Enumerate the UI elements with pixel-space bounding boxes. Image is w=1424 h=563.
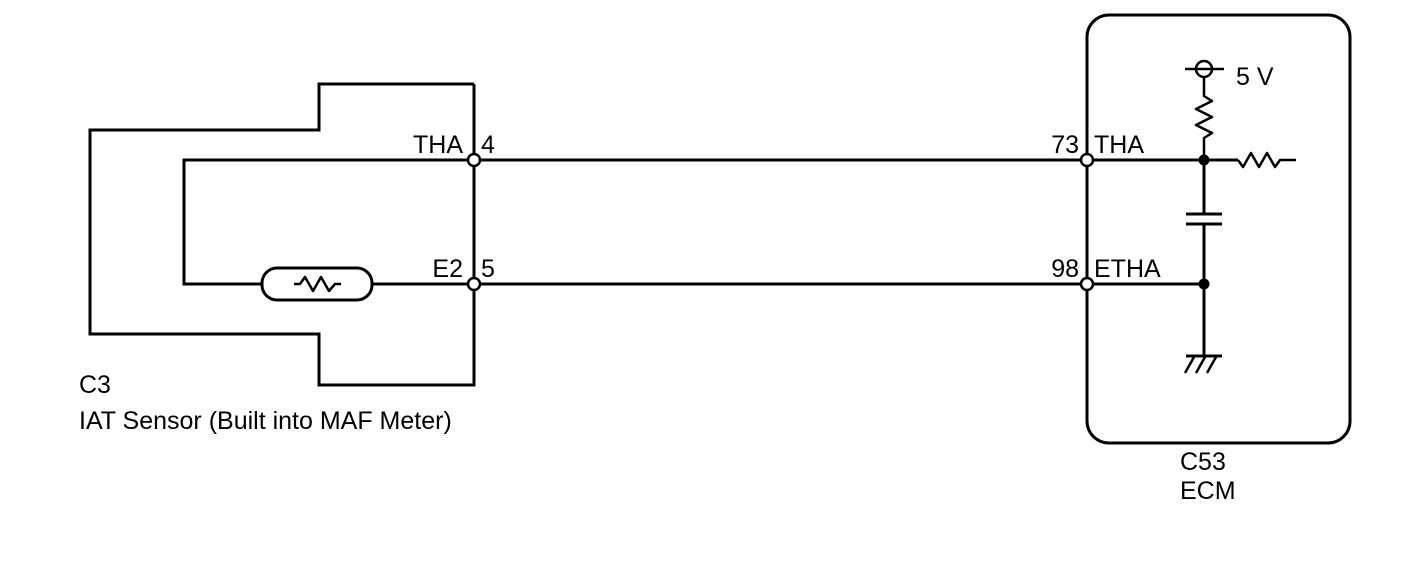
capacitor-symbol [1186,160,1222,284]
sensor-internal-wiring [182,158,474,286]
sensor-housing [88,82,476,387]
series-resistor [1236,151,1296,169]
terminal-sensor-pin-4 [466,152,482,168]
pullup-resistor [1194,77,1214,160]
ecm-pin-label-etha: ETHA [1094,255,1161,283]
ecm-box [1085,13,1352,445]
junction-dot [1198,154,1210,166]
supply-5v-icon [1185,59,1224,79]
sensor-name-label: IAT Sensor (Built into MAF Meter) [79,407,452,435]
sensor-pin-number-4: 4 [481,131,495,159]
sensor-connector-label: C3 [79,371,111,399]
ecm-internal-circuit [1087,59,1296,374]
ground-icon [1183,354,1222,374]
ecm-pin-label-tha: THA [1094,131,1144,159]
ecm-connector-label: C53 [1180,448,1226,476]
terminal-ecm-pin-98 [1079,276,1095,292]
sensor-pin-number-5: 5 [481,255,495,283]
junction-dot [1198,278,1210,290]
sensor-pin-label-tha: THA [413,131,463,159]
ecm-pin-number-73: 73 [1051,131,1079,159]
ecm-pin-number-98: 98 [1051,255,1079,283]
terminal-ecm-pin-73 [1079,152,1095,168]
thermistor-symbol [260,266,374,302]
terminal-sensor-pin-5 [466,276,482,292]
supply-voltage-label: 5 V [1236,63,1274,91]
ecm-name-label: ECM [1180,477,1236,505]
sensor-pin-label-e2: E2 [432,255,463,283]
